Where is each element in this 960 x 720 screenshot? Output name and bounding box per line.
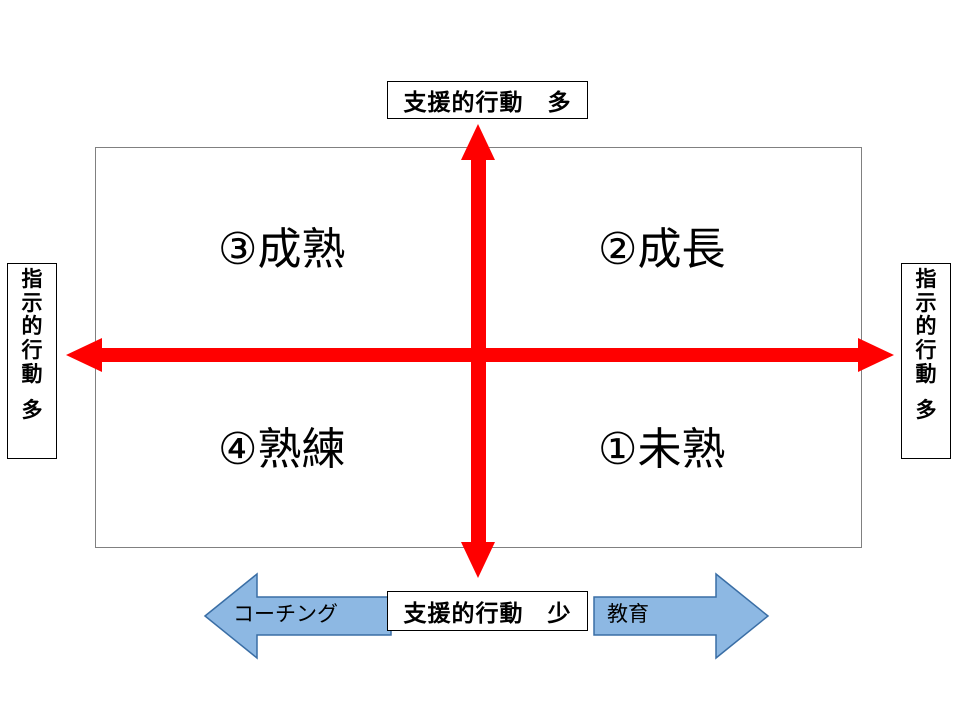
quadrant-label-maturity: ③成熟 — [218, 224, 346, 275]
right-axis-label-box: 指 示 的 行 動 多 — [901, 263, 951, 459]
right-axis-char-4: 行 — [915, 338, 937, 363]
top-axis-label-box: 支援的行動 多 — [387, 81, 588, 119]
left-axis-char-5: 動 — [21, 361, 43, 386]
left-axis-char-3: 的 — [21, 314, 43, 339]
left-axis-char-2: 示 — [21, 290, 43, 315]
left-axis-char-1: 指 — [21, 267, 43, 291]
bottom-axis-label-box: 支援的行動 少 — [387, 591, 588, 631]
education-arrow-label: 教育 — [607, 602, 649, 626]
left-axis-label-box: 指 示 的 行 動 多 — [7, 263, 57, 459]
right-axis-char-5: 動 — [915, 361, 937, 386]
quadrant-label-immature: ①未熟 — [598, 424, 726, 475]
right-axis-char-1: 指 — [915, 267, 937, 291]
horizontal-arrow-right-head — [858, 338, 894, 372]
coaching-arrow-label: コーチング — [233, 602, 338, 626]
right-axis-char-6: 多 — [915, 397, 937, 422]
right-axis-char-2: 示 — [915, 290, 937, 315]
quadrant-label-growth: ②成長 — [598, 224, 726, 275]
left-axis-char-6: 多 — [21, 397, 43, 422]
education-block-arrow — [593, 572, 770, 660]
right-axis-char-3: 的 — [915, 314, 937, 339]
quadrant-label-skilled: ④熟練 — [218, 424, 346, 475]
left-axis-char-4: 行 — [21, 338, 43, 363]
matrix-rectangle — [95, 147, 862, 548]
